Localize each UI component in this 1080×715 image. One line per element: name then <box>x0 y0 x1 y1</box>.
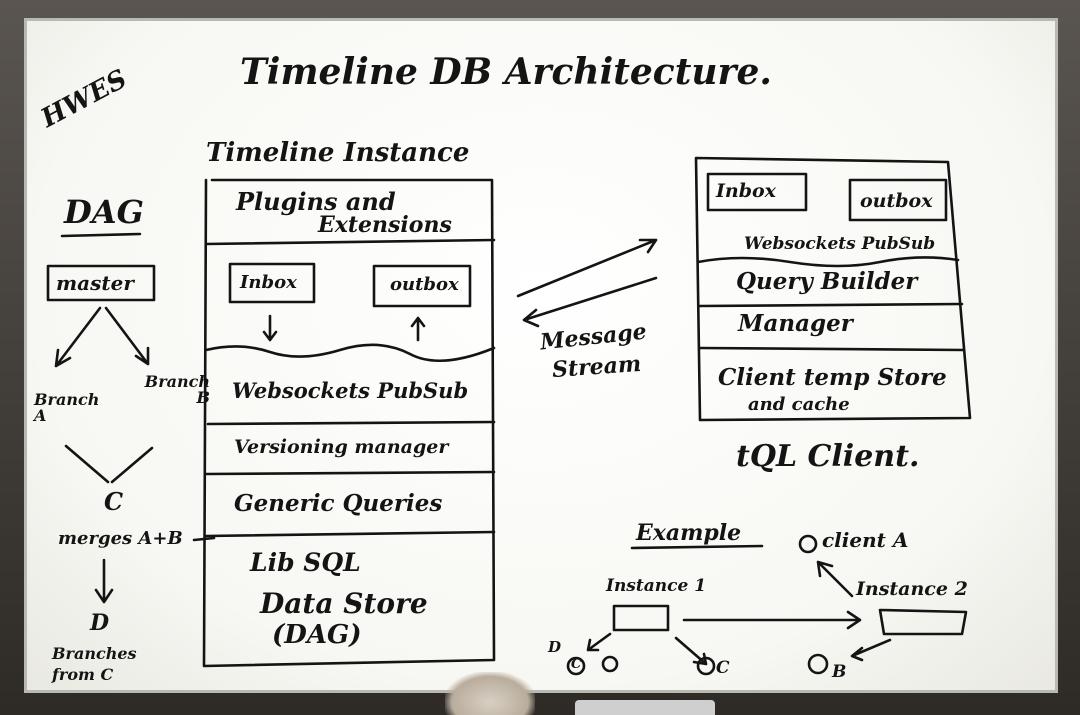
separator-versioning <box>204 470 496 476</box>
arrow-instance2-to-b <box>850 638 892 662</box>
timeline-instance-label: Timeline Instance <box>206 138 470 168</box>
client-cache-label: and cache <box>748 394 850 415</box>
instance-1-box <box>612 604 670 632</box>
example-heading: Example <box>636 520 742 546</box>
node-c-mid <box>696 656 716 676</box>
node-d-left <box>601 655 619 673</box>
plugins-line1: Plugins and <box>236 187 396 216</box>
arrow-c-to-d <box>94 558 114 604</box>
data-store-dag-label: (DAG) <box>272 620 362 650</box>
eraser <box>445 672 535 715</box>
instance-inbox-label: Inbox <box>240 272 297 293</box>
instance-websockets-label: Websockets PubSub <box>232 378 469 403</box>
client-websockets-label: Websockets PubSub <box>744 234 936 254</box>
arrow-instance1-to-d <box>586 632 612 652</box>
client-a-node <box>798 534 818 554</box>
instance-outbox-label: outbox <box>390 274 459 295</box>
client-store-label: Client temp Store <box>718 364 947 391</box>
node-c-left <box>566 656 586 676</box>
whiteboard <box>24 18 1058 693</box>
instance-2-box <box>878 608 968 636</box>
marker-tray <box>575 700 715 715</box>
query-builder-label: Query Builder <box>736 268 918 295</box>
client-manager-label: Manager <box>738 310 853 337</box>
client-inbox-box <box>706 172 808 212</box>
merge-note: merges A+B <box>58 528 183 549</box>
arrow-master-to-branch-b <box>104 306 150 366</box>
example-underline <box>630 544 764 550</box>
master-box <box>46 264 156 302</box>
tql-client-label: tQL Client. <box>736 439 920 474</box>
timeline-instance-box <box>202 178 496 668</box>
inbox-down-arrow <box>262 314 278 342</box>
versioning-label: Versioning manager <box>234 436 449 458</box>
lib-sql-label: Lib SQL <box>250 548 361 577</box>
arrow-master-to-branch-a <box>54 306 102 368</box>
board-title: Timeline DB Architecture. <box>240 51 772 93</box>
instance-inbox-box <box>228 262 316 304</box>
generic-queries-label: Generic Queries <box>234 490 443 517</box>
outbox-up-arrow <box>410 316 426 342</box>
dag-node-c: C <box>104 487 124 516</box>
arrow-instance1-to-2 <box>682 610 862 630</box>
separator-generic <box>204 530 496 538</box>
example-d-label: D <box>548 638 562 656</box>
dag-underline <box>60 232 142 238</box>
tql-client-box <box>694 156 972 422</box>
example-node-c-mid: C <box>716 658 730 678</box>
dag-heading: DAG <box>64 193 144 231</box>
example-node-b: B <box>832 662 847 682</box>
line-branch-a-to-c <box>64 444 110 484</box>
example-node-c-left: C <box>571 657 582 672</box>
dag-node-d: D <box>90 610 110 636</box>
instance-outbox-box <box>372 264 472 308</box>
plugins-separator <box>204 238 496 246</box>
instance-1-label: Instance 1 <box>606 576 707 596</box>
client-wavy-separator <box>696 256 960 268</box>
plugins-line2: Extensions <box>318 212 452 238</box>
arrow-to-client <box>516 238 658 298</box>
arrow-to-instance <box>522 276 658 328</box>
data-store-label: Data Store <box>260 587 428 620</box>
separator-websockets <box>206 420 496 426</box>
client-outbox-box <box>848 178 948 222</box>
client-a-label: client A <box>822 528 909 552</box>
client-inbox-label: Inbox <box>716 180 776 202</box>
client-outbox-label: outbox <box>860 190 933 212</box>
branch-a-label: Branch A <box>34 390 100 425</box>
branch-note: Branches from C <box>52 644 137 684</box>
instance-2-label: Instance 2 <box>856 578 968 600</box>
line-branch-b-to-c <box>110 446 154 484</box>
wavy-separator <box>204 343 496 363</box>
client-separator-query <box>698 302 964 308</box>
arrow-instance2-to-client <box>816 560 854 598</box>
message-stream-line2: Stream <box>551 350 642 384</box>
master-label: master <box>56 271 134 295</box>
client-separator-manager <box>698 346 966 352</box>
branch-b-label: Branch B <box>144 372 210 407</box>
node-b <box>807 653 829 675</box>
